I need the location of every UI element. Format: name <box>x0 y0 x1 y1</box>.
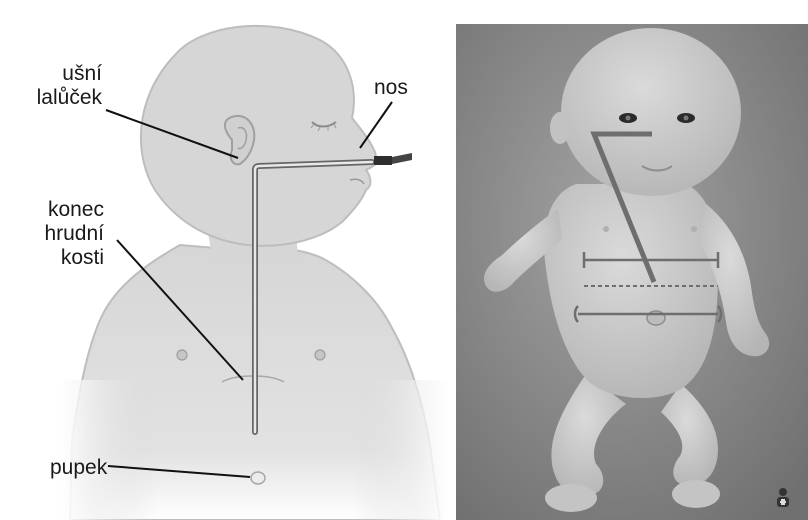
label-sternum-line-2: hrudní <box>0 222 104 246</box>
tube-connector <box>374 156 392 165</box>
baby-logo-icon <box>772 486 794 512</box>
nipple-left <box>177 350 187 360</box>
label-sternum-line-1: konec <box>0 198 104 222</box>
nipple-right <box>315 350 325 360</box>
label-sternum: konec hrudní kosti <box>0 198 104 270</box>
label-ear-line-2: lalůček <box>0 86 102 110</box>
leader-nose <box>360 102 392 148</box>
navel-mark <box>251 472 265 484</box>
label-ear: ušní lalůček <box>0 62 102 110</box>
doll-photo <box>456 24 808 520</box>
label-sternum-line-3: kosti <box>0 246 104 270</box>
label-ear-line-1: ušní <box>0 62 102 86</box>
label-nose: nos <box>374 76 408 100</box>
label-navel: pupek <box>50 456 107 480</box>
